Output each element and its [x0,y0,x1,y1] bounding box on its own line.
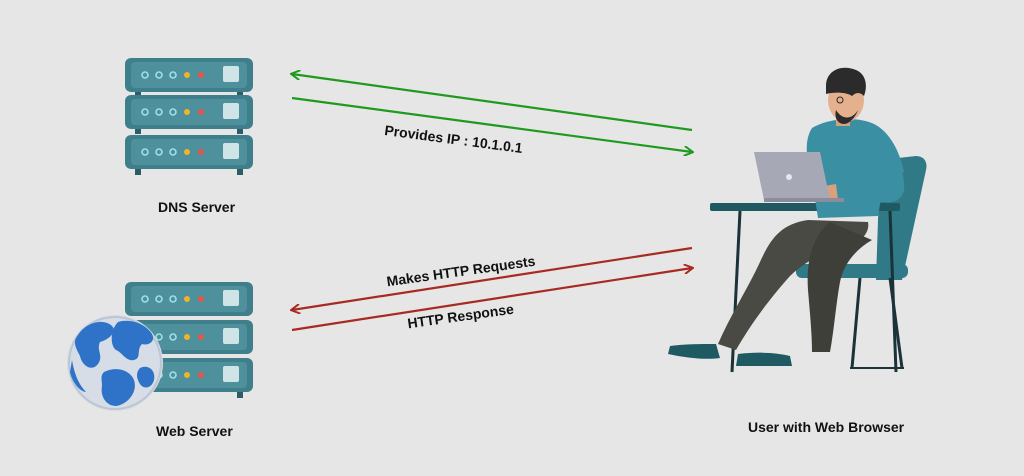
web-server-label: Web Server [156,423,233,439]
dns-server-icon [125,58,253,175]
user-label: User with Web Browser [748,419,904,435]
arrow-http-response [292,248,692,310]
globe-icon [67,315,163,411]
arrow-dns-request [292,74,692,130]
arrow-http-request [292,268,692,330]
user-illustration [668,68,927,372]
dns-server-label: DNS Server [158,199,235,215]
